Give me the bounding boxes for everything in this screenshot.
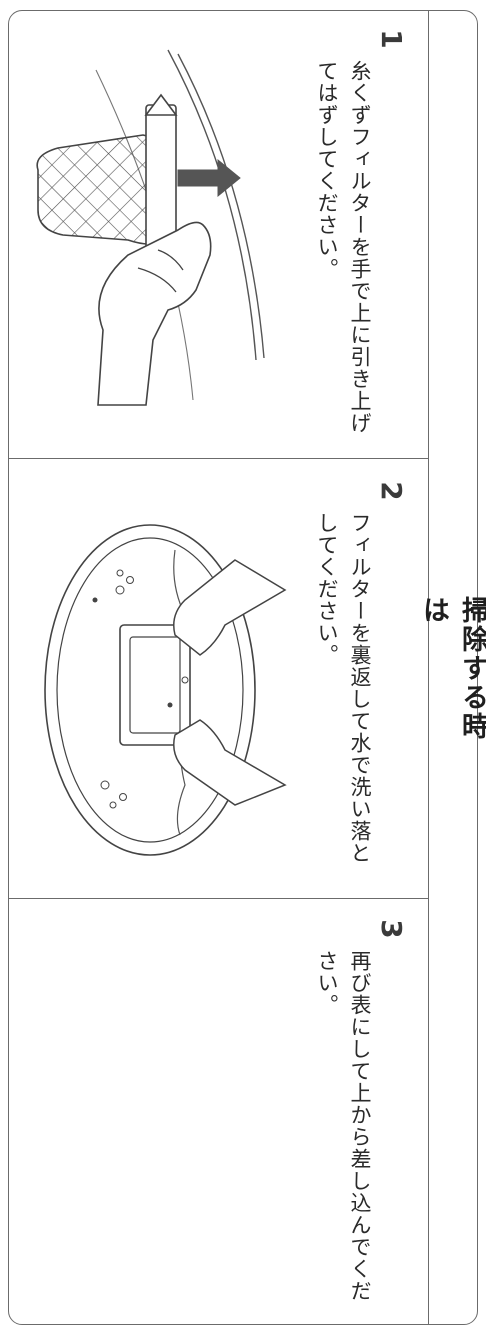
section-title: 掃除する時は <box>418 596 486 741</box>
step-divider <box>8 458 428 459</box>
step-text: フィルターを裏返して水で洗い落としてください。 <box>315 512 372 864</box>
step-number: 3 <box>375 919 408 939</box>
filter-washing-illustration <box>44 524 287 856</box>
title-column <box>428 10 478 1325</box>
outer-frame <box>8 10 478 1325</box>
filter-removal-illustration <box>36 49 265 406</box>
step-divider <box>8 898 428 899</box>
step-number: 1 <box>375 29 408 49</box>
step-text: 再び表にして上から差し込んでください。 <box>315 950 372 1302</box>
step-text: 糸くずフィルターを手で上に引き上げてはずしてください。 <box>315 60 372 434</box>
step-number: 2 <box>375 481 408 501</box>
